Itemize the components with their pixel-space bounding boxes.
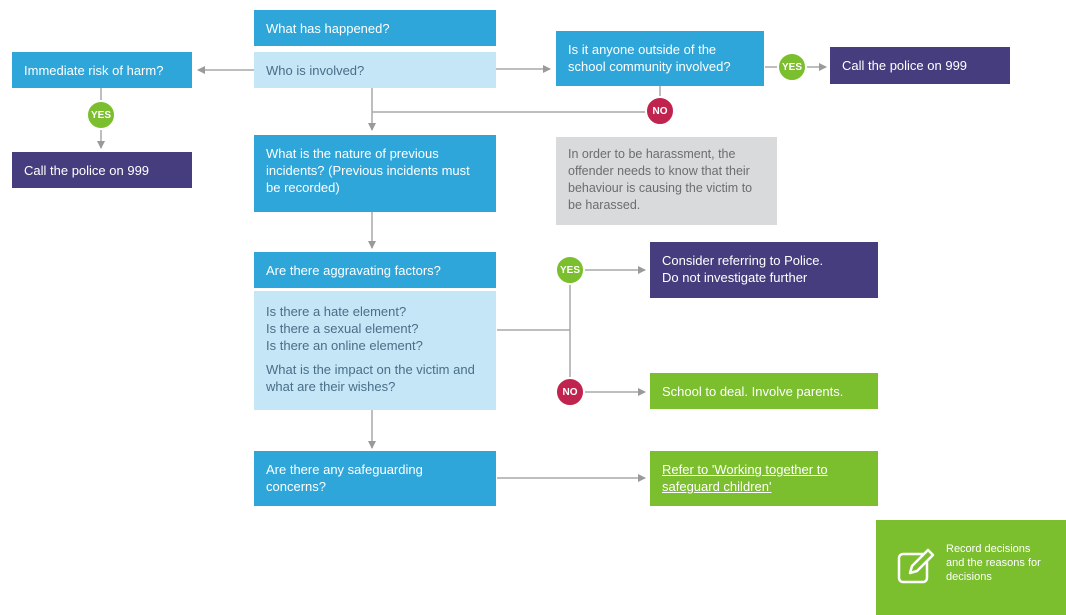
question-online: Is there an online element? (266, 338, 423, 353)
node-label: Immediate risk of harm? (24, 62, 164, 78)
badge-yes-immediate-risk: YES (86, 100, 116, 130)
node-call-police-left: Call the police on 999 (12, 152, 192, 188)
node-label: Call the police on 999 (842, 58, 968, 73)
node-who-involved: Who is involved? (254, 52, 496, 88)
node-label: Is it anyone outside of the school commu… (568, 42, 731, 74)
node-label-link: Refer to 'Working together to safeguard … (662, 462, 828, 494)
node-outside-school: Is it anyone outside of the school commu… (556, 31, 764, 86)
question-impact: What is the impact on the victim and wha… (266, 362, 475, 394)
badge-no-aggravating: NO (555, 377, 585, 407)
node-safeguarding: Are there any safeguarding concerns? (254, 451, 496, 506)
node-label: Are there aggravating factors? (266, 262, 441, 278)
node-previous-incidents: What is the nature of previous incidents… (254, 135, 496, 212)
card-record-decisions: Record decisions and the reasons for dec… (876, 520, 1066, 615)
node-aggravating-questions: Is there a hate element? Is there a sexu… (254, 291, 496, 410)
node-label: Who is involved? (266, 62, 365, 78)
node-working-together: Refer to 'Working together to safeguard … (650, 451, 878, 506)
refer-police-line-1: Consider referring to Police. (662, 253, 824, 268)
line-outside-no (372, 86, 661, 113)
badge-no-outside: NO (645, 96, 675, 126)
node-label: What has happened? (266, 20, 390, 36)
node-call-police-right: Call the police on 999 (830, 47, 1010, 84)
node-aggravating-factors: Are there aggravating factors? (254, 252, 496, 288)
node-label: Call the police on 999 (24, 162, 150, 178)
record-decisions-text: Record decisions and the reasons for dec… (946, 543, 1041, 583)
question-sexual: Is there a sexual element? (266, 321, 419, 336)
edit-pencil-icon (896, 546, 936, 586)
node-school-deal: School to deal. Involve parents. (650, 373, 878, 409)
refer-police-line-2: Do not investigate further (662, 270, 808, 285)
node-label: School to deal. Involve parents. (662, 383, 844, 399)
questions-list: Is there a hate element? Is there a sexu… (266, 303, 484, 354)
note-harassment: In order to be harassment, the offender … (556, 137, 777, 225)
node-immediate-risk: Immediate risk of harm? (12, 52, 192, 88)
note-text: In order to be harassment, the offender … (568, 147, 753, 212)
node-refer-police: Consider referring to Police. Do not inv… (650, 242, 878, 298)
node-what-happened: What has happened? (254, 10, 496, 46)
node-label: What is the nature of previous incidents… (266, 146, 470, 195)
question-hate: Is there a hate element? (266, 304, 407, 319)
node-label: Are there any safeguarding concerns? (266, 462, 423, 494)
badge-yes-outside: YES (777, 52, 807, 82)
badge-yes-aggravating: YES (555, 255, 585, 285)
